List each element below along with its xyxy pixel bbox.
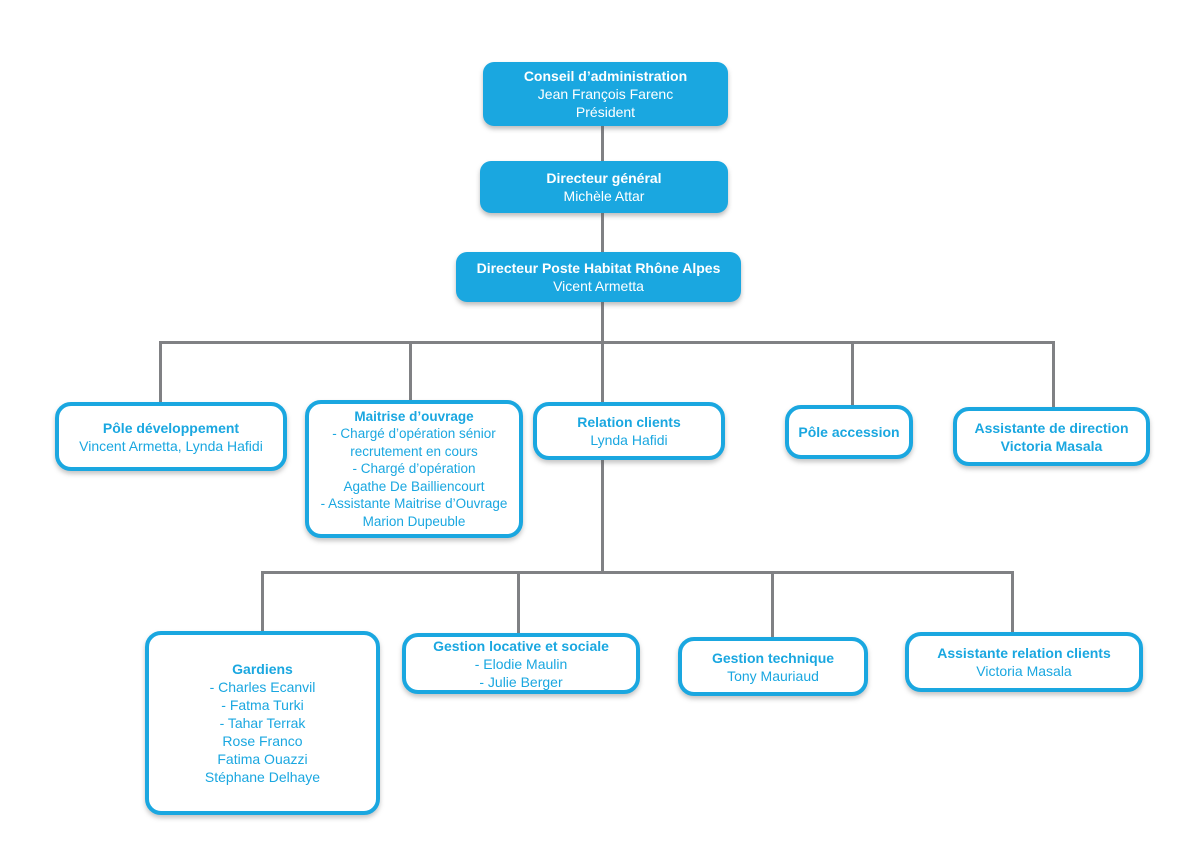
node-person: Victoria Masala xyxy=(976,663,1072,679)
org-node-maitrise-ouvrage: Maitrise d’ouvrage - Chargé d’opération … xyxy=(305,400,523,538)
node-person: Michèle Attar xyxy=(563,188,645,204)
org-node-assistante-relation-clients: Assistante relation clients Victoria Mas… xyxy=(905,632,1143,692)
node-line: Agathe De Bailliencourt xyxy=(343,478,485,494)
node-line: Fatima Ouazzi xyxy=(217,751,308,767)
node-title: Directeur général xyxy=(546,170,662,186)
connector-drop-relation xyxy=(601,341,604,402)
node-title: Pôle développement xyxy=(102,419,240,436)
org-node-gestion-locative-sociale: Gestion locative et sociale - Elodie Mau… xyxy=(402,633,640,694)
node-person: Tony Mauriaud xyxy=(727,667,819,684)
node-line: - Charles Ecanvil xyxy=(209,679,316,695)
node-person: Vicent Armetta xyxy=(553,278,644,294)
org-node-pole-developpement: Pôle développement Vincent Armetta, Lynd… xyxy=(55,402,287,471)
connector-drop-pole-dev xyxy=(159,341,162,402)
node-title: Assistante de direction xyxy=(974,419,1129,436)
org-node-gardiens: Gardiens - Charles Ecanvil - Fatma Turki… xyxy=(145,631,380,815)
org-node-assistante-direction: Assistante de direction Victoria Masala xyxy=(953,407,1150,466)
org-node-directeur-poste-habitat: Directeur Poste Habitat Rhône Alpes Vice… xyxy=(456,252,741,302)
node-title: Conseil d’administration xyxy=(523,68,688,84)
connector-drop-maitrise xyxy=(409,341,412,400)
node-person: Lynda Hafidi xyxy=(590,432,668,448)
org-node-gestion-technique: Gestion technique Tony Mauriaud xyxy=(678,637,868,696)
connector-relation-bus2 xyxy=(601,460,604,573)
org-node-relation-clients: Relation clients Lynda Hafidi xyxy=(533,402,725,460)
node-line: - Elodie Maulin xyxy=(474,655,568,672)
org-node-pole-accession: Pôle accession xyxy=(785,405,913,459)
node-line: Stéphane Delhaye xyxy=(204,769,321,785)
connector-drop-gestion-locative xyxy=(517,571,520,634)
node-title: Relation clients xyxy=(577,414,681,430)
node-title: Maitrise d’ouvrage xyxy=(354,408,474,424)
node-role: Président xyxy=(575,104,636,120)
org-node-conseil-administration: Conseil d’administration Jean François F… xyxy=(483,62,728,126)
node-line: Marion Dupeuble xyxy=(362,513,466,529)
node-line: recrutement en cours xyxy=(350,443,478,459)
connector-dra-bus1 xyxy=(601,302,604,343)
node-title: Gestion locative et sociale xyxy=(433,637,609,654)
node-line: Rose Franco xyxy=(222,733,303,749)
node-line: - Chargé d’opération sénior xyxy=(332,426,496,442)
node-title: Gestion technique xyxy=(711,649,835,666)
node-line: - Julie Berger xyxy=(479,673,563,690)
node-line: - Fatma Turki xyxy=(221,697,304,713)
node-title: Pôle accession xyxy=(798,424,900,440)
node-line: - Chargé d’opération xyxy=(352,461,476,477)
connector-drop-pole-accession xyxy=(851,341,854,405)
node-person: Victoria Masala xyxy=(1000,437,1103,454)
connector-drop-gardiens xyxy=(261,571,264,632)
connector-drop-assistante-direction xyxy=(1052,341,1055,407)
connector-dg-dra xyxy=(601,213,604,252)
connector-bus2 xyxy=(261,571,1014,574)
node-title: Gardiens xyxy=(232,661,293,677)
connector-drop-gestion-technique xyxy=(771,571,774,638)
node-title: Directeur Poste Habitat Rhône Alpes xyxy=(476,260,721,276)
org-node-directeur-general: Directeur général Michèle Attar xyxy=(480,161,728,213)
connector-conseil-dg xyxy=(601,126,604,162)
node-title: Assistante relation clients xyxy=(937,645,1111,661)
connector-bus1 xyxy=(159,341,1055,344)
connector-drop-assistante-relation xyxy=(1011,571,1014,633)
node-person: Jean François Farenc xyxy=(537,86,674,102)
node-line: - Tahar Terrak xyxy=(219,715,306,731)
node-line: - Assistante Maitrise d’Ouvrage xyxy=(320,496,508,512)
node-person: Vincent Armetta, Lynda Hafidi xyxy=(79,437,263,454)
